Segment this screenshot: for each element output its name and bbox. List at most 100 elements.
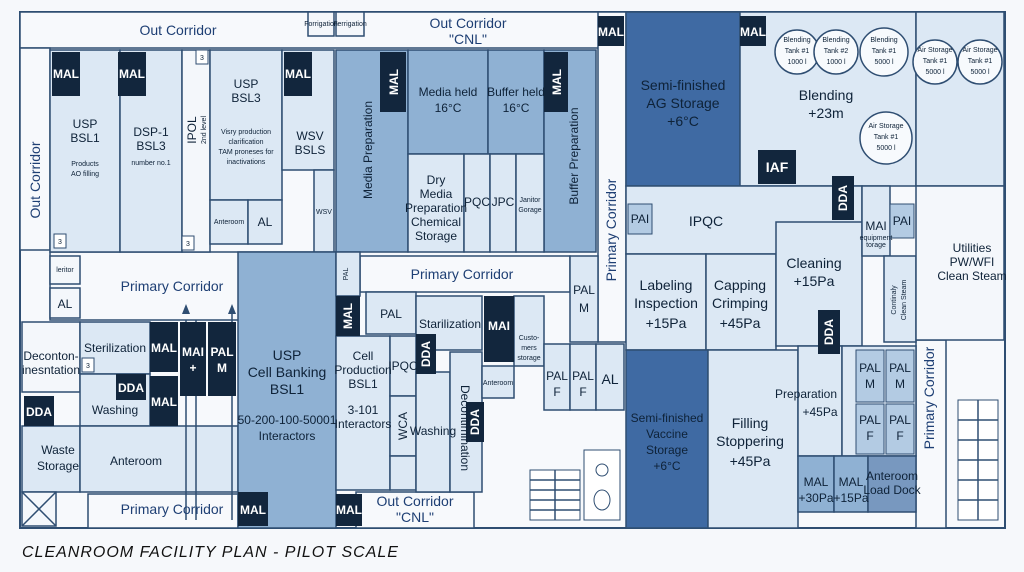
label-clean-steam: Continaly Clean Steam xyxy=(891,280,908,321)
blending-tank-3 xyxy=(859,27,909,77)
svg-text:AG Storage: AG Storage xyxy=(646,95,719,111)
svg-text:DDA: DDA xyxy=(26,405,52,419)
svg-text:Waste: Waste xyxy=(41,443,75,457)
badge-mal-3: MAL xyxy=(284,52,312,96)
svg-text:5000 l: 5000 l xyxy=(925,69,945,76)
svg-text:3: 3 xyxy=(200,55,204,62)
room-leritor xyxy=(49,255,81,285)
svg-text:MAL: MAL xyxy=(341,303,355,329)
svg-text:F: F xyxy=(553,385,560,399)
svg-text:MAL: MAL xyxy=(740,25,766,39)
svg-text:+23m: +23m xyxy=(808,105,843,121)
primary-corridor-vertical xyxy=(597,11,627,343)
badge-mai: MAI xyxy=(484,296,514,362)
svg-text:DDA: DDA xyxy=(419,341,433,367)
svg-text:Storage: Storage xyxy=(37,459,79,473)
room-pal-f-b xyxy=(569,343,597,411)
svg-text:1000 l: 1000 l xyxy=(787,59,807,66)
svg-text:IAF: IAF xyxy=(766,159,789,175)
svg-text:Air Storage: Air Storage xyxy=(917,47,952,54)
room-buffer-held xyxy=(487,49,545,155)
svg-text:Air Storage: Air Storage xyxy=(868,123,903,130)
primary-corridor-center xyxy=(359,255,571,293)
svg-text:MAI: MAI xyxy=(865,219,886,233)
svg-text:Inspection: Inspection xyxy=(634,295,698,311)
svg-text:5000 l: 5000 l xyxy=(970,69,990,76)
room-anteroom-left xyxy=(79,425,239,493)
badge-dda-5: DDA xyxy=(832,176,854,220)
stairs-right xyxy=(957,399,999,521)
label-janitor: Janitor Gorage xyxy=(518,197,541,214)
svg-text:Media: Media xyxy=(420,187,453,201)
label-air-tank-3: Air Storage Tank #1 5000 l xyxy=(868,123,903,152)
room-ipqc-small xyxy=(389,335,417,397)
door-mark-2: 3 xyxy=(53,233,67,249)
room-vial xyxy=(389,455,417,491)
label-ferrigation-2: Ferrigation xyxy=(333,21,367,28)
svg-text:USP: USP xyxy=(73,117,98,131)
svg-text:+6°C: +6°C xyxy=(667,113,699,129)
svg-text:Clean Steam: Clean Steam xyxy=(937,269,1006,283)
svg-text:inactivations: inactivations xyxy=(227,159,266,166)
room-filling xyxy=(707,349,799,529)
svg-text:DDA: DDA xyxy=(822,319,836,345)
room-al-left xyxy=(49,287,81,319)
svg-text:3: 3 xyxy=(186,241,190,248)
label-pal-f-a: PAL F xyxy=(546,369,568,399)
label-buffer-preparation: Buffer Preparation xyxy=(567,107,581,204)
label-utilities: Utilities PW/WFI Clean Steam xyxy=(937,241,1006,283)
label-primary-corridor-center: Primary Corridor xyxy=(411,266,514,282)
svg-text:PAL: PAL xyxy=(859,361,881,375)
label-media-preparation: Media Preparation xyxy=(361,101,375,199)
label-anteroom-mid: Anteroom xyxy=(483,380,514,387)
svg-text:Janitor: Janitor xyxy=(519,197,541,204)
svg-text:Storage: Storage xyxy=(646,443,688,457)
svg-text:Chemical: Chemical xyxy=(411,215,461,229)
svg-text:TAM proneses for: TAM proneses for xyxy=(218,149,274,156)
svg-text:Stoppering: Stoppering xyxy=(716,433,784,449)
svg-text:Capping: Capping xyxy=(714,277,766,293)
badge-mal-5: MAL xyxy=(544,52,568,112)
label-blending-tank-1: Blending Tank #1 1000 l xyxy=(783,37,810,66)
room-mal-30 xyxy=(797,455,835,513)
svg-text:equipment: equipment xyxy=(860,235,893,242)
svg-text:+15Pa: +15Pa xyxy=(646,315,687,331)
svg-text:Blending: Blending xyxy=(799,87,854,103)
svg-text:Tank #1: Tank #1 xyxy=(968,58,993,65)
label-buffer-held: Buffer held 16°C xyxy=(487,85,545,115)
label-jpc: JPC xyxy=(492,195,515,209)
svg-text:Interactors: Interactors xyxy=(259,429,316,443)
badge-mal-1: MAL xyxy=(52,52,80,96)
svg-text:Interactors: Interactors xyxy=(335,417,392,431)
room-al-small xyxy=(247,199,283,245)
svg-text:WSV: WSV xyxy=(296,129,323,143)
svg-text:BSL1: BSL1 xyxy=(348,377,378,391)
svg-text:BSL3: BSL3 xyxy=(136,139,166,153)
badge-pai-left: PAI xyxy=(627,203,653,235)
svg-text:IPOL: IPOL xyxy=(185,116,199,144)
svg-text:+6°C: +6°C xyxy=(653,459,680,473)
svg-text:PAL: PAL xyxy=(859,413,881,427)
svg-text:Blending: Blending xyxy=(870,37,897,44)
svg-text:DDA: DDA xyxy=(468,409,482,435)
svg-text:MAL: MAL xyxy=(119,67,145,81)
label-washing-mid: Washing xyxy=(410,424,456,438)
label-blending: Blending +23m xyxy=(799,87,854,121)
svg-text:Tank #1: Tank #1 xyxy=(872,48,897,55)
room-usp-bsl3 xyxy=(209,49,283,201)
badge-dda-3: DDA xyxy=(416,334,436,374)
svg-text:50-200-100-50001: 50-200-100-50001 xyxy=(238,413,337,427)
svg-text:MAL: MAL xyxy=(839,475,864,489)
label-media-held: Media held 16°C xyxy=(419,85,478,115)
svg-text:+15Pa: +15Pa xyxy=(794,273,835,289)
label-out-corridor-bottom-1: Out Corridor xyxy=(376,493,453,509)
label-sterilization-left: Sterilization xyxy=(84,341,146,355)
svg-text:PW/WFI: PW/WFI xyxy=(950,255,995,269)
badge-iaf: IAF xyxy=(758,150,796,184)
room-anteroom-mid xyxy=(481,365,515,399)
svg-text:PAL: PAL xyxy=(573,283,595,297)
label-ipqc: IPQC xyxy=(689,213,723,229)
svg-text:16°C: 16°C xyxy=(503,101,530,115)
svg-text:Deconton-: Deconton- xyxy=(23,349,78,363)
room-preparation xyxy=(797,345,843,457)
